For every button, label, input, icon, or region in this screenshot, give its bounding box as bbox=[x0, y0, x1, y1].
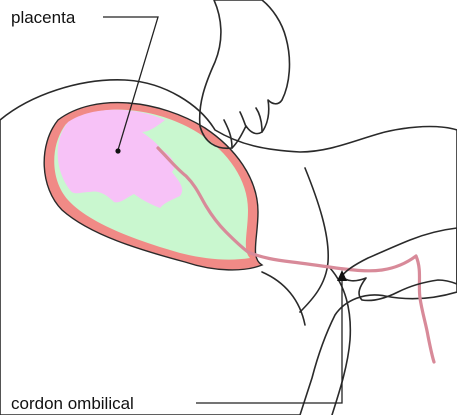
placenta-label: placenta bbox=[11, 8, 76, 27]
buttock-edge bbox=[262, 272, 305, 325]
leg-edge bbox=[330, 268, 350, 415]
placenta-leader-dot bbox=[115, 148, 120, 153]
umbilical-cord-label: cordon ombilical bbox=[11, 394, 134, 413]
umbilical-cord-leader-line bbox=[196, 278, 342, 403]
thigh-crease bbox=[300, 168, 328, 312]
